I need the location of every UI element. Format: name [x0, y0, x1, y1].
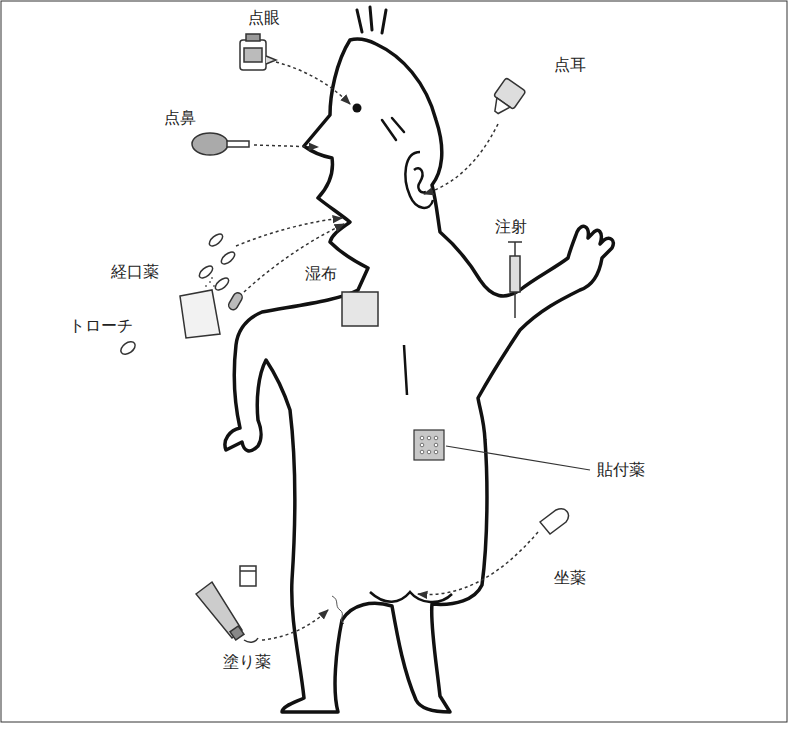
dotted-arrow — [424, 124, 498, 194]
ear-drop-bottle — [487, 78, 526, 120]
route-label: 点耳 — [553, 55, 587, 74]
dotted-arrow — [262, 610, 328, 640]
ointment-tube — [196, 582, 258, 642]
frame — [1, 1, 787, 722]
route-label: 貼付薬 — [596, 460, 646, 479]
route-label: 注射 — [494, 217, 528, 236]
route-label: トローチ — [68, 316, 134, 335]
powder-packet — [180, 290, 220, 338]
compress — [342, 292, 378, 326]
route-label: 坐薬 — [553, 568, 587, 587]
ointment-smear — [332, 596, 344, 624]
ear — [405, 152, 433, 208]
patch-dots — [420, 436, 438, 454]
dotted-arrow — [254, 145, 318, 147]
route-label: 経口薬 — [110, 262, 160, 281]
leader-line — [446, 446, 590, 470]
dotted-arrow — [236, 218, 342, 246]
body-detail — [370, 345, 452, 602]
suppository — [540, 509, 568, 534]
patch — [414, 430, 444, 460]
troche — [119, 339, 138, 356]
nasal-dropper — [192, 133, 249, 155]
body-outline — [225, 39, 613, 712]
route-label: 塗り薬 — [222, 652, 272, 671]
dotted-arrow — [418, 532, 538, 594]
eye-drop-bottle — [240, 34, 276, 70]
route-label: 点眼 — [247, 8, 281, 27]
dotted-arrow — [244, 224, 344, 292]
dotted-arrow — [276, 62, 350, 104]
route-label: 湿布 — [304, 264, 338, 283]
hair — [357, 7, 386, 33]
route-label: 点鼻 — [163, 108, 197, 127]
powder — [205, 277, 215, 287]
brow — [382, 118, 404, 140]
eye — [353, 104, 362, 113]
ointment-jar — [240, 566, 256, 586]
syringe — [508, 242, 522, 318]
